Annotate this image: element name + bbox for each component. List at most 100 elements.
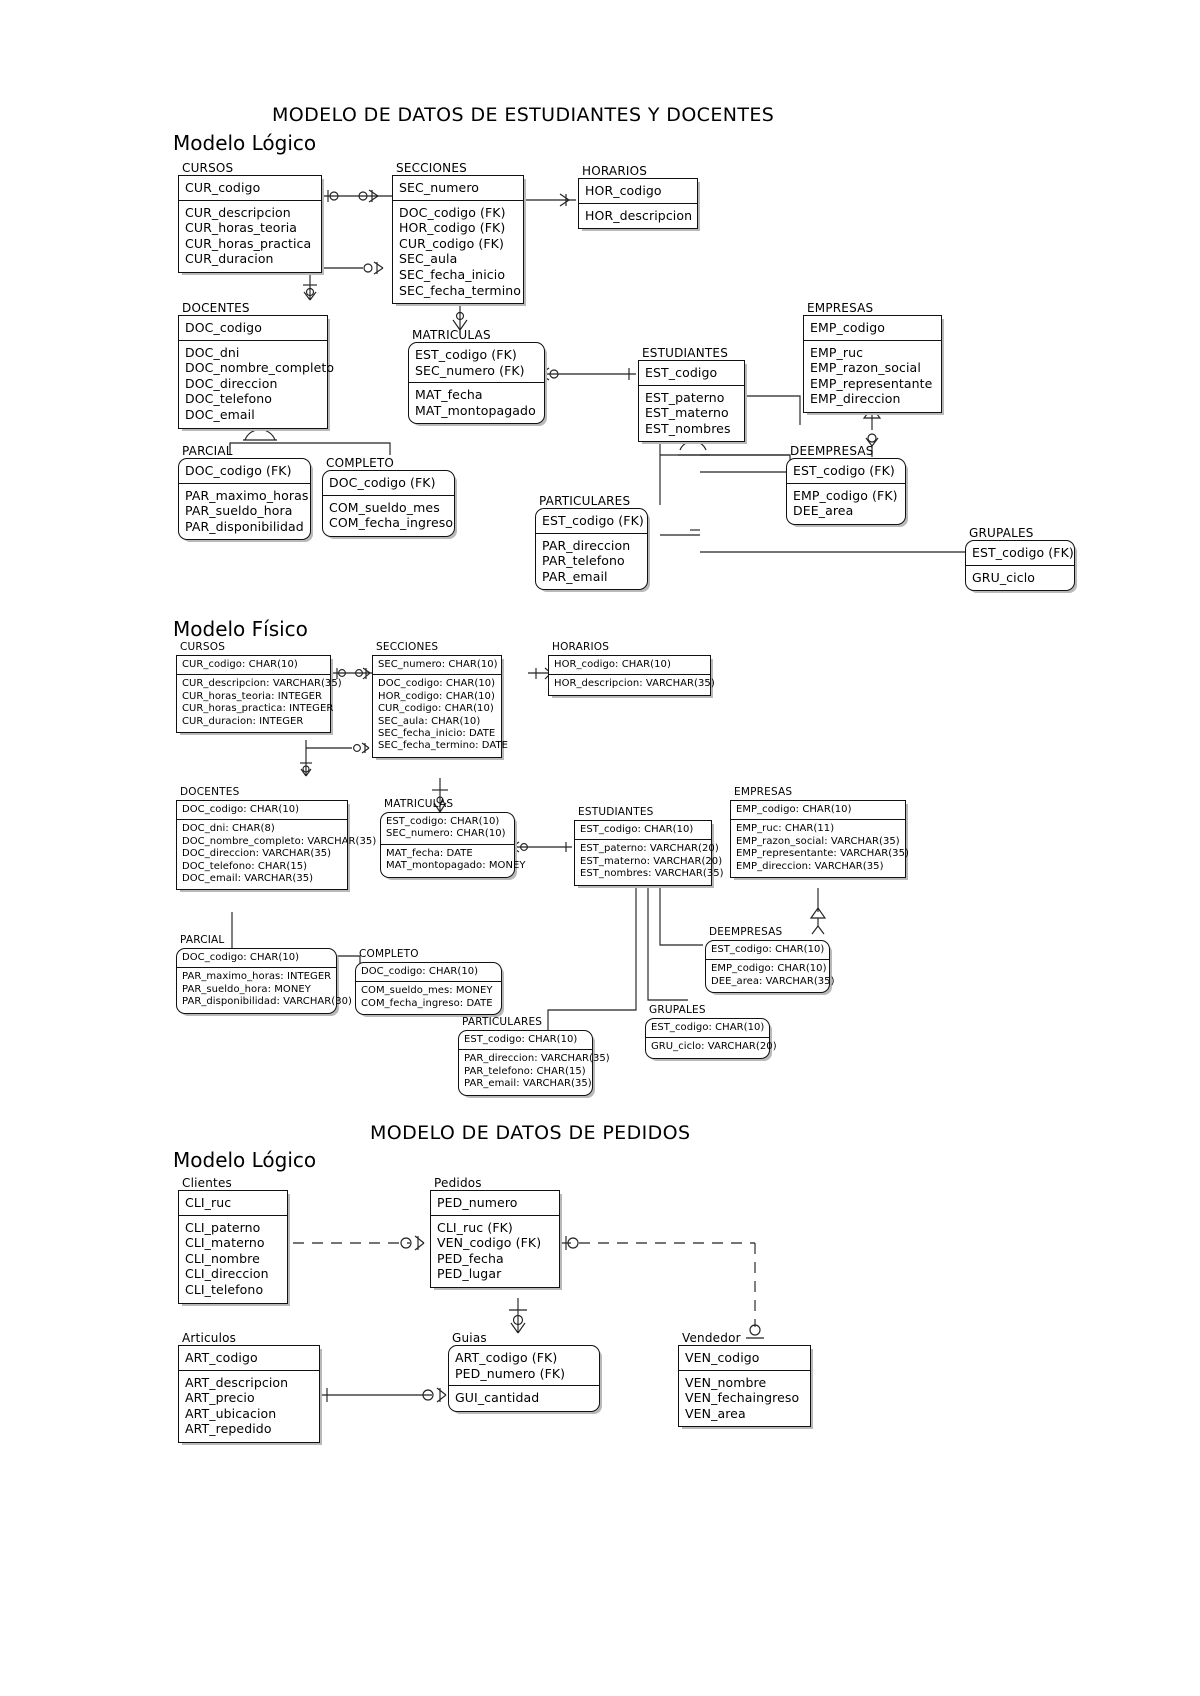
field: CUR_codigo: CHAR(10) [378,703,494,715]
entity-title: CURSOS [180,641,226,653]
field: SEC_fecha_termino: DATE [378,740,508,752]
field: DEE_area: VARCHAR(35) [711,975,835,987]
entity-title: HORARIOS [552,641,610,653]
page-title-orders: MODELO DE DATOS DE PEDIDOS [370,1122,691,1144]
field: SEC_numero (FK) [415,362,525,378]
field: EST_codigo (FK) [793,463,895,478]
attr-section: PAR_direccion PAR_telefono PAR_email [536,534,647,590]
field: CUR_codigo [185,180,261,195]
field: EST_codigo (FK) [415,347,517,362]
pk-section: DOC_codigo (FK) [179,459,310,484]
attr-section: PAR_maximo_horas PAR_sueldo_hora PAR_dis… [179,484,310,540]
field: DEE_area [793,503,854,519]
field: PAR_disponibilidad [185,518,304,534]
pk-section: EST_codigo: CHAR(10) [706,941,829,961]
field: EMP_representante [810,375,933,391]
pk-section: EST_codigo: CHAR(10) [459,1031,592,1051]
field: ART_precio [185,1390,255,1406]
pk-section: VEN_codigo [679,1346,810,1371]
entity-title: PARCIAL [180,934,225,946]
attr-section: MAT_fecha MAT_montopagado [409,383,544,423]
pk-section: EST_codigo (FK) SEC_numero (FK) [409,343,544,384]
field: SEC_numero: CHAR(10) [386,828,506,840]
subtitle-physical-students: Modelo Físico [173,617,308,641]
field: CLI_materno [185,1235,265,1251]
entity-title: SECCIONES [396,161,467,175]
pk-section: EMP_codigo [804,316,941,341]
field: MAT_fecha [415,387,483,403]
field: EST_codigo (FK) [972,545,1074,560]
attr-section: DOC_codigo (FK) HOR_codigo (FK) CUR_codi… [393,201,523,304]
field: EST_materno [645,405,729,421]
field: SEC_fecha_inicio [399,266,506,282]
attr-section: COM_sueldo_mes COM_fecha_ingreso [323,496,454,536]
field: EMP_representante: VARCHAR(35) [736,848,909,860]
field: VEN_nombre [685,1374,767,1390]
field: DOC_telefono [185,391,273,407]
field: EMP_codigo [810,320,885,335]
page-title-students: MODELO DE DATOS DE ESTUDIANTES Y DOCENTE… [272,104,775,126]
field: SEC_numero [399,180,480,195]
field: SEC_aula: CHAR(10) [378,715,481,727]
entity-title: PARTICULARES [539,494,631,508]
field: COM_sueldo_mes [329,499,440,515]
field: CUR_horas_practica: INTEGER [182,703,334,715]
pk-section: DOC_codigo (FK) [323,471,454,496]
attr-section: PAR_direccion: VARCHAR(35) PAR_telefono:… [459,1050,610,1094]
field: MAT_fecha: DATE [386,847,473,859]
entity-title: Articulos [182,1331,237,1345]
field: SEC_numero: CHAR(10) [378,659,498,670]
entity-title: MATRICULAS [384,798,454,810]
field: CLI_ruc [185,1195,232,1210]
attr-section: MAT_fecha: DATE MAT_montopagado: MONEY [381,845,525,877]
field: PAR_sueldo_hora: MONEY [182,983,311,995]
pk-section: EST_codigo [639,361,744,386]
field: VEN_codigo [685,1350,760,1365]
attr-section: CLI_ruc (FK) VEN_codigo (FK) PED_fecha P… [431,1216,559,1287]
pk-section: HOR_codigo: CHAR(10) [549,656,710,676]
field: DOC_codigo: CHAR(10) [361,966,479,977]
field: PAR_direccion [542,537,631,553]
entity-title: ESTUDIANTES [578,806,654,818]
attr-section: EMP_ruc: CHAR(11) EMP_razon_social: VARC… [731,820,909,877]
entity-title: COMPLETO [326,456,395,470]
field: EST_materno: VARCHAR(20) [580,855,723,867]
field: DOC_codigo (FK) [329,475,436,490]
entity-title: Clientes [182,1176,232,1190]
field: CLI_paterno [185,1219,261,1235]
entity-title: COMPLETO [359,948,419,960]
field: EST_codigo [645,365,718,380]
field: PED_numero (FK) [455,1365,566,1381]
field: CUR_codigo: CHAR(10) [182,659,298,670]
field: VEN_area [685,1405,746,1421]
field: VEN_codigo (FK) [437,1235,542,1251]
field: HOR_descripcion [585,207,693,223]
field: PED_numero [437,1195,518,1210]
field: GUI_cantidad [455,1390,540,1406]
attr-section: GRU_ciclo [966,566,1074,591]
entity-title: HORARIOS [582,164,648,178]
field: HOR_codigo [585,183,662,198]
entity-title: Vendedor [682,1331,741,1345]
field: EMP_codigo: CHAR(10) [711,963,827,975]
field: DOC_nombre_completo: VARCHAR(35) [182,835,377,847]
field: EST_codigo: CHAR(10) [711,944,825,955]
field: DOC_codigo: CHAR(10) [182,952,300,963]
entity-title: GRUPALES [649,1004,706,1016]
field: EST_codigo (FK) [542,513,644,528]
field: DOC_dni: CHAR(8) [182,823,275,835]
field: PAR_sueldo_hora [185,503,293,519]
field: CUR_horas_practica [185,235,312,251]
field: GRU_ciclo [972,569,1036,585]
field: EMP_ruc: CHAR(11) [736,823,835,835]
field: CUR_descripcion: VARCHAR(35) [182,678,342,690]
field: PAR_direccion: VARCHAR(35) [464,1053,610,1065]
field: DOC_direccion: VARCHAR(35) [182,848,332,860]
field: DOC_codigo: CHAR(10) [182,804,300,815]
field: PAR_email: VARCHAR(35) [464,1078,592,1090]
attr-section: CLI_paterno CLI_materno CLI_nombre CLI_d… [179,1216,287,1303]
pk-section: DOC_codigo: CHAR(10) [177,801,347,821]
attr-section: EMP_codigo: CHAR(10) DEE_area: VARCHAR(3… [706,960,835,992]
field: EMP_razon_social [810,360,921,376]
